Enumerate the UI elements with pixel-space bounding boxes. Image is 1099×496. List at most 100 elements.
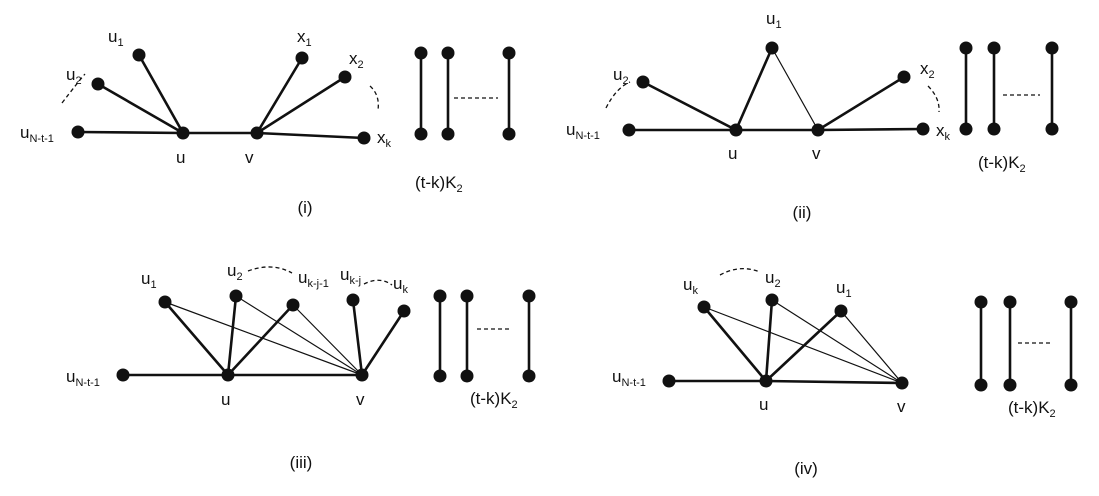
edge [137,53,185,135]
vertex [759,374,773,388]
label-u: u [221,390,230,409]
label-u2: u2 [66,65,82,87]
label-u: u [176,148,185,167]
vertex [295,51,309,65]
ellipsis-right [363,279,393,286]
vertex [811,123,825,137]
k2-vertex [1064,378,1078,392]
label-xk: xk [936,121,951,143]
k2-vertex [1003,378,1017,392]
ellipsis [719,268,761,276]
k2-vertex [1045,122,1059,136]
edge-u-v [764,379,904,385]
label-x1: x1 [297,27,312,49]
panel-caption: (iii) [290,453,313,472]
k2-vertex [460,289,474,303]
vertex [250,126,264,140]
edge [360,309,406,377]
edge [255,75,347,135]
edge [226,294,238,377]
k2-vertex [414,127,428,141]
vertex [176,126,190,140]
label-u1: u1 [141,269,157,291]
edge-thin [703,306,903,384]
edge-thin [840,310,903,384]
edge-thin [771,299,903,384]
vertex [765,41,779,55]
label-uN: uN-t-1 [566,120,600,142]
label-uk: uk [683,275,698,297]
label-v: v [897,397,906,416]
k2-vertex [987,122,1001,136]
vertex [397,304,411,318]
label-v: v [812,144,821,163]
k2-vertex [502,46,516,60]
k2-vertex [959,122,973,136]
k2-label: (t-k)K2 [978,153,1026,175]
edge-thin [771,47,819,131]
edge [702,305,768,383]
vertex [346,293,360,307]
edge [764,309,843,383]
edge [816,127,925,132]
k2-vertex [502,127,516,141]
label-u1: u1 [836,278,852,300]
k2-vertex [1045,41,1059,55]
edge [226,303,295,377]
label-u2: u2 [765,268,781,290]
k2-vertex [1064,295,1078,309]
vertex [355,368,369,382]
vertex [338,70,352,84]
vertex [91,77,105,91]
label-u2: u2 [613,65,629,87]
k2-vertex [441,46,455,60]
vertex [622,123,636,137]
label-x2: x2 [349,49,364,71]
k2-vertex [522,369,536,383]
k2-vertex [433,289,447,303]
edge [734,46,774,132]
label-ukj: uk-j [340,265,361,287]
vertex [697,300,711,314]
edge [255,56,304,135]
panel-caption: (i) [297,198,312,217]
ellipsis-u [605,81,631,109]
vertex [916,122,930,136]
vertex [286,298,300,312]
ellipsis-left [247,266,293,274]
vertex [897,70,911,84]
edge [96,82,185,135]
edge-thin [292,304,363,376]
vertex [662,374,676,388]
vertex [229,289,243,303]
label-u2: u2 [227,261,243,283]
ellipsis-x [927,85,940,113]
panel-caption: (ii) [793,203,812,222]
label-u1: u1 [766,9,782,31]
label-u1: u1 [108,27,124,49]
edge [351,298,364,377]
label-uN: uN-t-1 [66,367,100,389]
vertex [636,75,650,89]
ellipsis-x [369,85,379,111]
edge [764,298,774,383]
k2-vertex [414,46,428,60]
k2-vertex [1003,295,1017,309]
vertex [765,293,779,307]
k2-vertex [522,289,536,303]
panel-caption: (iv) [794,459,818,478]
vertex [729,123,743,137]
label-uk: uk [393,274,408,296]
label-u: u [728,144,737,163]
k2-label: (t-k)K2 [470,389,518,411]
k2-label: (t-k)K2 [415,173,463,195]
k2-vertex [974,295,988,309]
edge [163,300,230,377]
k2-vertex [433,369,447,383]
vertex [158,295,172,309]
vertex [71,125,85,139]
vertex [895,376,909,390]
label-xk: xk [377,128,392,150]
label-x2: x2 [920,59,935,81]
